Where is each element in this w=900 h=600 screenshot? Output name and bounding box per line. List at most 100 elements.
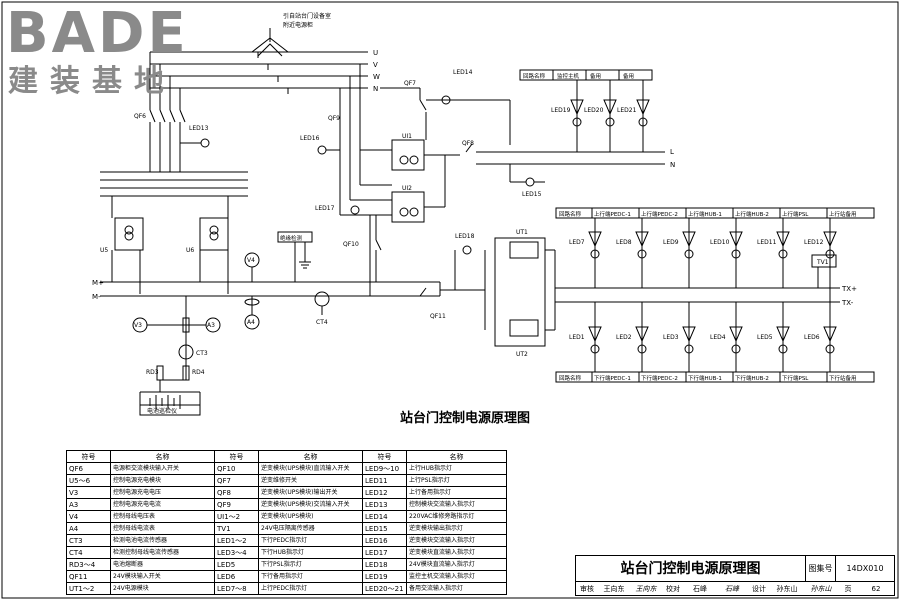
legend-description: 电池熔断器 [110, 558, 215, 571]
legend-description: 24V模块直流输入指示灯 [406, 558, 507, 571]
legend-description: 控制电源充电电流 [110, 498, 215, 511]
feeder-led [590, 249, 600, 259]
legend-symbol: LED14 [362, 510, 407, 523]
u5-rectifier [111, 217, 144, 294]
label-ut1: UT1 [516, 229, 528, 236]
legend-symbol: LED16 [362, 534, 407, 547]
legend-description: 检测控制母线电流传感器 [110, 546, 215, 559]
lower-load-name: 下行端PEDC-1 [594, 374, 631, 382]
legend-header-row: 符号 名称 符号 名称 符号 名称 [66, 450, 507, 463]
legend-description: 控制电源充电模块 [110, 474, 215, 487]
legend-description: 下行HUB指示灯 [258, 546, 363, 559]
legend-symbol: UI1～2 [214, 510, 259, 523]
feeder-led [637, 249, 647, 259]
atlas-number-label: 图集号 [806, 556, 836, 582]
label-v4: V4 [247, 257, 255, 264]
legend-symbol: LED15 [362, 522, 407, 535]
ups-load-header: 回路名称 [523, 72, 546, 80]
label-a3: A3 [207, 322, 215, 329]
legend-symbol: A4 [66, 522, 111, 535]
title-block-label: 校对 [666, 585, 680, 593]
upper-load-name: 上行端PEDC-2 [641, 210, 678, 218]
feeder-led-label: LED3 [663, 334, 679, 341]
legend-symbol: A3 [66, 498, 111, 511]
upper-load-name: 上行端HUB-2 [735, 210, 769, 218]
title-block-value: 石峰 [693, 585, 707, 593]
legend-description: 上行PSL指示灯 [406, 474, 507, 487]
upper-load-name: 上行端PEDC-1 [594, 210, 631, 218]
label-qf10: QF10 [343, 241, 359, 248]
bus-label-mplus: M+ [92, 279, 104, 287]
feeder-led-label: LED19 [551, 107, 571, 114]
upper-load-name: 上行站备用 [829, 210, 857, 218]
ups-load-box [618, 69, 653, 81]
legend-description: 下行PSL指示灯 [258, 558, 363, 571]
legend-symbol: LED19 [362, 570, 407, 583]
legend-header: 符号 [214, 450, 259, 463]
legend-description: 下行备用指示灯 [258, 570, 363, 583]
feeder-led [590, 344, 600, 354]
label-ground-check: 绝缘检测 [280, 234, 303, 242]
legend-symbol: UT1～2 [66, 582, 111, 595]
legend-description: 控制母线电流表 [110, 522, 215, 535]
feeder-led [637, 344, 647, 354]
lower-load-box [826, 371, 875, 383]
legend-description: 24V电压隔离传感器 [258, 522, 363, 535]
lower-load-name: 下行站备用 [829, 374, 857, 382]
legend-symbol: QF8 [214, 486, 259, 499]
feeder-breaker [635, 231, 649, 248]
bus-label-w: W [373, 73, 380, 81]
title-block-label: 审核 [580, 585, 594, 593]
legend-header: 符号 [66, 450, 111, 463]
ac-bus [150, 51, 368, 94]
ct4-sensor [314, 291, 330, 307]
legend-description: 逆变模块(UPS模块)输出开关 [258, 486, 363, 499]
legend-header: 名称 [406, 450, 507, 463]
label-u6: U6 [186, 247, 194, 254]
feeder-led [684, 249, 694, 259]
label-led16: LED16 [300, 135, 320, 142]
upper-load-box [826, 207, 875, 219]
legend-description: 逆变模块交流输入指示灯 [406, 534, 507, 547]
legend-description: 备用交流输入指示灯 [406, 582, 507, 595]
title-block: 站台门控制电源原理图 图集号 14DX010 审核王向东王向东校对石峰石峰设计孙… [575, 555, 895, 596]
legend-symbol: V3 [66, 486, 111, 499]
legend-description: 逆变维修开关 [258, 474, 363, 487]
legend-symbol: V4 [66, 510, 111, 523]
feeder-breaker [588, 231, 602, 248]
tv1-box [811, 254, 837, 268]
label-u5: U5 [100, 247, 108, 254]
feeder-breaker [682, 231, 696, 248]
upper-load-group: 回路名称上行端PEDC-1LED7上行端PEDC-2LED8上行端HUB-1LE… [555, 207, 875, 288]
legend-symbol: LED6 [214, 570, 259, 583]
legend-symbol: TV1 [214, 522, 259, 535]
label-battery-box: 电池巡检仪 [147, 407, 177, 415]
feeder-led [638, 117, 648, 127]
legend-description: 检测电池电流传感器 [110, 534, 215, 547]
label-led17: LED17 [315, 205, 335, 212]
feeder-led-label: LED5 [757, 334, 773, 341]
feeder-led-label: LED9 [663, 239, 679, 246]
lower-load-name: 下行端PSL [782, 374, 809, 382]
lower-load-name: 下行端HUB-1 [688, 374, 722, 382]
feeder-led-label: LED8 [616, 239, 632, 246]
legend-symbol: LED20～21 [362, 582, 407, 595]
feeder-led-label: LED10 [710, 239, 730, 246]
ups-section [317, 64, 665, 296]
feeder-breaker [729, 231, 743, 248]
title-block-value: 孙东山 [776, 585, 798, 593]
legend-symbol: RD3～4 [66, 558, 111, 571]
feeder-led [605, 117, 615, 127]
bus-label-u: U [373, 49, 378, 57]
label-qf11: QF11 [430, 313, 446, 320]
lower-load-name: 下行端HUB-2 [735, 374, 769, 382]
